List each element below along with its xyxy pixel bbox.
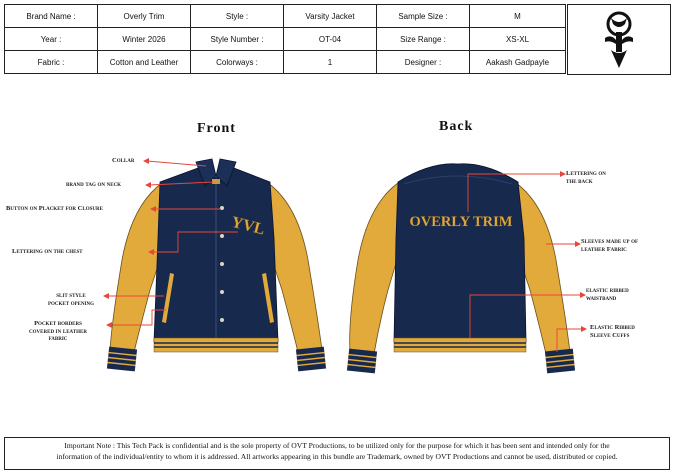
callout-line: fabric	[48, 335, 68, 342]
spec-row: Fabric : Cotton and Leather Colorways : …	[4, 50, 566, 74]
brand-logo-box	[567, 4, 671, 75]
sample-size-label: Sample Size :	[376, 4, 470, 28]
designer-value: Aakash Gadpayle	[469, 50, 566, 74]
callout-line: the back	[566, 177, 593, 185]
front-collar-right	[215, 158, 237, 187]
leader-lines	[107, 160, 583, 352]
colorways-label: Colorways :	[190, 50, 284, 74]
back-lettering-leader	[467, 173, 562, 212]
front-right-cuff-stripes	[296, 351, 326, 367]
callout-line: Pocket borders	[34, 320, 82, 327]
callout-lettering-back: Lettering on the back	[566, 170, 606, 185]
callout-pocket-borders: Pocket borders covered in leather fabric	[8, 320, 108, 343]
front-left-pocket	[162, 273, 174, 323]
callout-line: covered in leather	[29, 327, 87, 335]
leader-arrowheads	[103, 158, 587, 332]
note-line: Important Note : This Tech Pack is confi…	[64, 441, 610, 450]
front-waistband	[153, 337, 279, 353]
designer-label: Designer :	[376, 50, 470, 74]
chest-leader	[152, 231, 238, 253]
callout-line: Sleeves made up of	[581, 238, 639, 245]
front-jacket: YVL	[106, 158, 327, 372]
callout-sleeves: Sleeves made up of leather Fabric	[581, 238, 638, 253]
back-body	[393, 163, 527, 343]
sample-size-value: M	[469, 4, 566, 28]
back-left-cuff-stripes	[347, 353, 377, 369]
callout-lettering-chest: Lettering on the chest	[12, 248, 83, 255]
pocket-border-leader	[110, 309, 166, 326]
callout-line: slit style	[56, 292, 86, 299]
cuffs-leader	[556, 328, 583, 352]
front-right-sleeve	[261, 182, 323, 353]
callout-line: pocket opening	[47, 299, 95, 307]
front-left-sleeve	[109, 182, 171, 353]
front-left-cuff-stripes	[107, 351, 137, 367]
collar-leader	[146, 160, 207, 167]
brand-tag-leader	[148, 181, 214, 186]
front-brand-tag	[212, 179, 220, 184]
front-right-pocket	[262, 273, 274, 323]
back-view-title: Back	[439, 119, 474, 134]
back-right-cuff-stripes	[545, 353, 575, 369]
waistband-leader	[469, 294, 582, 338]
back-lettering: OVERLY TRIM	[409, 214, 512, 230]
back-yoke	[403, 175, 513, 185]
back-jacket: OVERLY TRIM	[346, 163, 576, 374]
note-line: information of the individual/entity to …	[56, 452, 618, 461]
style-number-value: OT-04	[283, 27, 377, 51]
callout-line: Lettering on	[566, 170, 606, 177]
callout-collar: Collar	[112, 157, 135, 164]
callout-cuffs: Elastic Ribbed Sleeve Cuffs	[590, 324, 635, 339]
callout-line: elastic ribbed	[586, 287, 629, 294]
back-waistband	[393, 337, 527, 353]
colorways-value: 1	[283, 50, 377, 74]
spec-table: Brand Name : Overly Trim Style : Varsity…	[4, 4, 566, 74]
callout-brand-tag: brand tag on neck	[66, 181, 122, 188]
callout-line: waistband	[586, 294, 617, 302]
callout-line: Elastic Ribbed	[590, 324, 635, 331]
callout-button-placket: Button on Placket for Closure	[6, 205, 103, 212]
brand-logo-icon	[605, 11, 633, 68]
callout-waistband: elastic ribbed waistband	[586, 287, 629, 302]
back-right-sleeve	[509, 182, 571, 355]
callout-line: leather Fabric	[581, 245, 627, 253]
confidential-note: Important Note : This Tech Pack is confi…	[4, 437, 670, 470]
front-view-title: Front	[197, 121, 236, 136]
callout-line: Sleeve Cuffs	[590, 331, 630, 339]
back-left-sleeve	[349, 182, 407, 355]
callout-slit-pocket: slit style pocket opening	[38, 292, 104, 307]
spec-row: Brand Name : Overly Trim Style : Varsity…	[4, 4, 566, 28]
fabric-label: Fabric :	[4, 50, 98, 74]
